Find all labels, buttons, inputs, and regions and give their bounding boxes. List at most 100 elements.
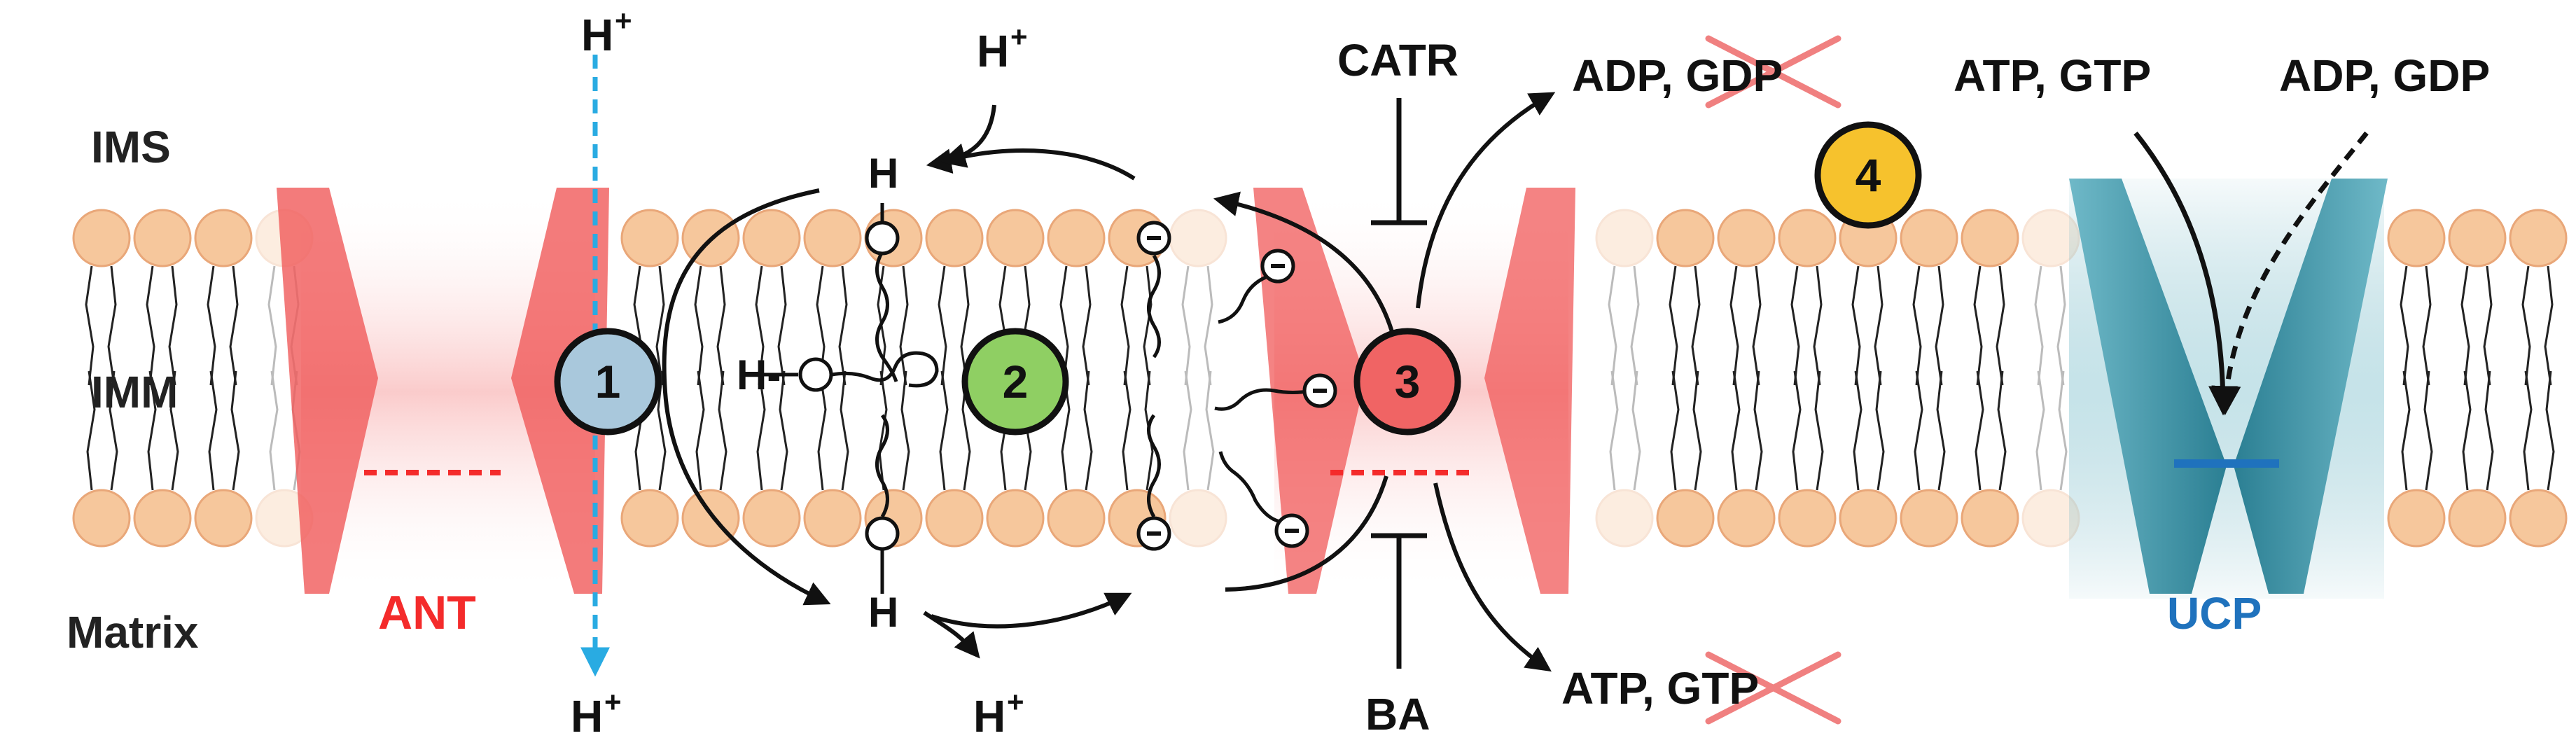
svg-text:+: + bbox=[1007, 685, 1024, 718]
fatty-acid-hydrogen-bottom: H bbox=[868, 589, 898, 636]
svg-text:+: + bbox=[1010, 20, 1028, 53]
lipid-molecule bbox=[1656, 209, 1715, 548]
lipid-molecule bbox=[194, 209, 253, 548]
lipid-head bbox=[1595, 489, 1654, 548]
step-circle-4: 4 bbox=[1814, 121, 1922, 229]
lipid-molecule bbox=[2509, 209, 2568, 548]
step-circle-3: 3 bbox=[1353, 328, 1461, 436]
lipid-head bbox=[1047, 209, 1106, 267]
lipid-head bbox=[2387, 489, 2446, 548]
lipid-head bbox=[1047, 489, 1106, 548]
proton-label-bottom-left: H + bbox=[571, 685, 622, 741]
ucp-arrows bbox=[2133, 131, 2369, 416]
step-number-3: 3 bbox=[1395, 356, 1421, 408]
protonated-fatty-acids bbox=[762, 203, 939, 594]
matrix-label: Matrix bbox=[67, 607, 199, 657]
lipid-head bbox=[1656, 489, 1715, 548]
step-number-2: 2 bbox=[1003, 356, 1029, 408]
lipid-head bbox=[925, 489, 984, 548]
lipid-molecule bbox=[1839, 209, 1898, 548]
svg-text:+: + bbox=[604, 685, 622, 718]
lipid-molecule bbox=[2387, 209, 2446, 548]
lipid-molecule bbox=[2021, 209, 2080, 548]
step-number-4: 4 bbox=[1856, 149, 1881, 201]
lipid-head bbox=[803, 489, 862, 548]
adp-gdp-label-ucp: ADP, GDP bbox=[2279, 50, 2490, 101]
lipid-head bbox=[2448, 209, 2507, 267]
lipid-head bbox=[1717, 209, 1776, 267]
nucleotide-arrows bbox=[1416, 92, 1556, 672]
lipid-head bbox=[2509, 209, 2568, 267]
fatty-acid-hydrogen-top: H bbox=[868, 150, 898, 197]
lipid-head bbox=[194, 209, 253, 267]
lipid-molecule bbox=[803, 209, 862, 548]
lipid-molecule bbox=[742, 209, 801, 548]
fatty-acid-hydrogen-mid: H- bbox=[737, 351, 781, 398]
lipid-head bbox=[1778, 209, 1837, 267]
lipid-head bbox=[1169, 489, 1227, 548]
ucp-label: UCP bbox=[2167, 588, 2262, 639]
lipid-molecule bbox=[1961, 209, 2019, 548]
lipid-head bbox=[133, 489, 192, 548]
step-circle-2: 2 bbox=[961, 328, 1069, 436]
lipid-head bbox=[742, 489, 801, 548]
lipid-head bbox=[1839, 489, 1898, 548]
imm-label: IMM bbox=[91, 367, 178, 417]
lipid-head bbox=[194, 489, 253, 548]
step-circle-1: 1 bbox=[554, 328, 662, 436]
lipid-head bbox=[986, 209, 1045, 267]
lipid-head bbox=[1961, 489, 2019, 548]
ant-label: ANT bbox=[378, 586, 476, 639]
lipid-head bbox=[620, 209, 679, 267]
lipid-head bbox=[2509, 489, 2568, 548]
step-number-1: 1 bbox=[595, 356, 621, 408]
lipid-head bbox=[1717, 489, 1776, 548]
lipid-head bbox=[1778, 489, 1837, 548]
lipid-bilayer bbox=[72, 209, 2568, 548]
lipid-molecule bbox=[1595, 209, 1654, 548]
svg-text:+: + bbox=[615, 4, 632, 37]
svg-text:H: H bbox=[581, 10, 613, 60]
lipid-molecule bbox=[72, 209, 131, 548]
proton-label-top-left: H + bbox=[581, 4, 632, 60]
lipid-head bbox=[2448, 489, 2507, 548]
lipid-head bbox=[1656, 209, 1715, 267]
lipid-head bbox=[1900, 489, 1958, 548]
atp-gtp-label-ucp: ATP, GTP bbox=[1954, 50, 2151, 101]
lipid-head bbox=[72, 209, 131, 267]
lipid-molecule bbox=[1169, 209, 1227, 548]
atp-gtp-label-ant: ATP, GTP bbox=[1561, 663, 1759, 713]
ims-label: IMS bbox=[91, 122, 171, 172]
lipid-head bbox=[925, 209, 984, 267]
anion-heads bbox=[1136, 221, 1337, 551]
lipid-molecule bbox=[2448, 209, 2507, 548]
lipid-head bbox=[1961, 209, 2019, 267]
lipid-head bbox=[620, 489, 679, 548]
svg-text:ATP, GTP: ATP, GTP bbox=[1561, 663, 1759, 713]
ba-label: BA bbox=[1365, 689, 1430, 739]
lipid-head bbox=[803, 209, 862, 267]
lipid-molecule bbox=[1717, 209, 1776, 548]
gtp-cross-mark bbox=[1705, 651, 1842, 725]
svg-text:ADP, GDP: ADP, GDP bbox=[1572, 50, 1783, 101]
svg-text:H: H bbox=[571, 691, 603, 741]
lipid-head bbox=[1595, 209, 1654, 267]
gdp-cross-mark bbox=[1705, 35, 1842, 109]
proton-label-top-mid: H + bbox=[977, 20, 1028, 76]
lipid-head bbox=[133, 209, 192, 267]
inhibitor-lines bbox=[1371, 98, 1427, 669]
lipid-molecule bbox=[133, 209, 192, 548]
lipid-head bbox=[742, 209, 801, 267]
svg-text:H: H bbox=[977, 26, 1009, 76]
fatty-acid-heads bbox=[798, 221, 900, 551]
lipid-head bbox=[1900, 209, 1958, 267]
lipid-head bbox=[2387, 209, 2446, 267]
fatty-acid-anions bbox=[1147, 254, 1314, 524]
ant-transporter-left bbox=[277, 188, 609, 595]
lipid-molecule bbox=[1778, 209, 1837, 548]
lipid-head bbox=[986, 489, 1045, 548]
svg-text:H: H bbox=[973, 691, 1005, 741]
catr-label: CATR bbox=[1337, 35, 1458, 85]
lipid-molecule bbox=[1900, 209, 1958, 548]
